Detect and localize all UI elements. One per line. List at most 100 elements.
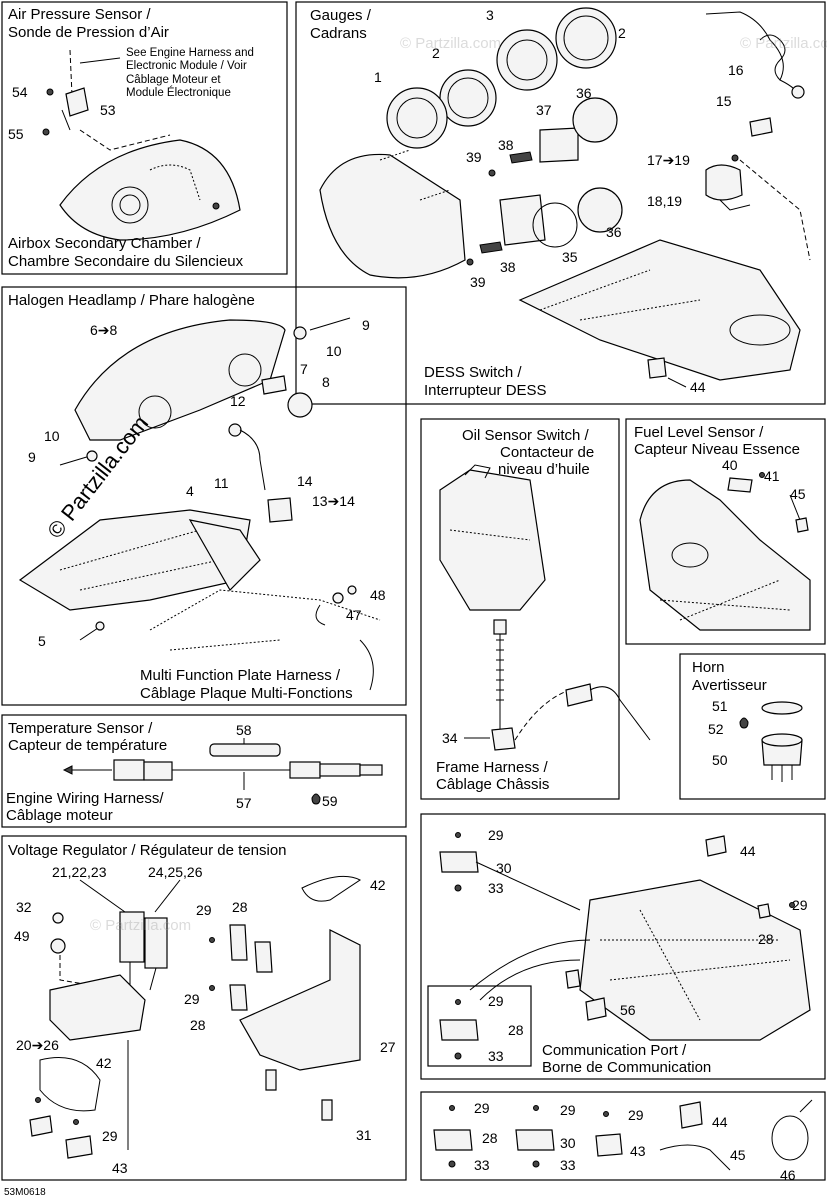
gauges-box xyxy=(295,1,826,405)
air-label-54: 54 xyxy=(12,84,28,100)
headlamp-box xyxy=(1,286,407,706)
horn-title-1: Horn xyxy=(692,659,725,676)
comm-port-caption-1: Communication Port / xyxy=(542,1042,687,1059)
headlamp-label-11: 11 xyxy=(214,475,229,491)
engine-harness-note-3: Câblage Moteur et xyxy=(126,74,221,86)
clips-label-45: 45 xyxy=(730,1147,746,1163)
voltage-label-42a: 42 xyxy=(370,877,386,893)
clips-label-29a: 29 xyxy=(474,1100,490,1116)
headlamp-label-47: 47 xyxy=(346,607,362,623)
faint-watermark-3: © Partzilla.com xyxy=(90,917,191,934)
voltage-regulator-art xyxy=(29,875,361,1159)
clips-label-46: 46 xyxy=(780,1167,796,1183)
gauges-label-17-19: 17➔19 xyxy=(647,152,690,168)
gauges-label-37: 37 xyxy=(536,102,552,118)
comm-label-56: 56 xyxy=(620,1002,636,1018)
clips-label-44: 44 xyxy=(712,1114,728,1130)
headlamp-label-12: 12 xyxy=(230,393,246,409)
voltage-label-49: 49 xyxy=(14,928,30,944)
gauges-art xyxy=(319,7,811,381)
headlamp-label-10b: 10 xyxy=(44,428,60,444)
clips-label-43: 43 xyxy=(630,1143,646,1159)
engine-harness-note-1: See Engine Harness and xyxy=(126,47,254,59)
temperature-sensor-art xyxy=(62,738,383,805)
headlamp-title: Halogen Headlamp / Phare halogène xyxy=(8,292,255,309)
horn-box xyxy=(679,653,826,800)
headlamp-label-9b: 9 xyxy=(28,449,36,465)
gauges-label-44: 44 xyxy=(690,379,706,395)
temperature-title-1: Temperature Sensor / xyxy=(8,720,153,737)
comm-label-28: 28 xyxy=(758,931,774,947)
gauges-label-36b: 36 xyxy=(606,224,622,240)
comm-port-caption-2: Borne de Communication xyxy=(542,1059,711,1076)
gauges-label-3: 3 xyxy=(486,7,494,23)
multi-function-caption-1: Multi Function Plate Harness / xyxy=(140,667,341,684)
oil-title-3: niveau d’huile xyxy=(498,461,590,478)
oil-sensor-box xyxy=(420,418,620,800)
horn-label-50: 50 xyxy=(712,752,728,768)
clips-art xyxy=(433,1099,813,1171)
engine-wiring-caption-1: Engine Wiring Harness/ xyxy=(6,790,164,807)
gauges-label-18-19: 18,19 xyxy=(647,193,682,209)
gauges-label-39a: 39 xyxy=(466,149,482,165)
voltage-regulator-box xyxy=(1,835,407,1181)
gauges-label-35: 35 xyxy=(562,249,578,265)
gauges-label-36a: 36 xyxy=(576,85,592,101)
clips-box xyxy=(420,1091,826,1181)
oil-label-34: 34 xyxy=(442,730,458,746)
headlamp-label-10a: 10 xyxy=(326,343,342,359)
gauges-label-1: 1 xyxy=(374,69,382,85)
headlamp-label-7: 7 xyxy=(300,361,308,377)
comm-label-44: 44 xyxy=(740,843,756,859)
fuel-title-1: Fuel Level Sensor / xyxy=(634,424,764,441)
headlamp-label-13-14: 13➔14 xyxy=(312,493,355,509)
air-label-55: 55 xyxy=(8,126,24,142)
comm-label-30: 30 xyxy=(496,860,512,876)
airbox-caption-2: Chambre Secondaire du Silencieux xyxy=(8,253,244,270)
headlamp-label-48: 48 xyxy=(370,587,386,603)
diagram-code: 53M0618 xyxy=(4,1187,46,1198)
headlamp-label-14: 14 xyxy=(297,473,313,489)
air-pressure-title-2: Sonde de Pression d’Air xyxy=(8,24,169,41)
gauges-title-2: Cadrans xyxy=(310,25,367,42)
comm-label-29b: 29 xyxy=(792,897,808,913)
comm-inset-label-33: 33 xyxy=(488,1048,504,1064)
comm-inset-label-28: 28 xyxy=(508,1022,524,1038)
horn-title-2: Avertisseur xyxy=(692,677,767,694)
horn-label-52: 52 xyxy=(708,721,724,737)
headlamp-label-8: 8 xyxy=(322,374,330,390)
gauges-label-2b: 2 xyxy=(432,45,440,61)
gauges-title-1: Gauges / xyxy=(310,7,372,24)
headlamp-art xyxy=(18,317,381,691)
faint-watermark-1: © Partzilla.com xyxy=(400,35,501,52)
headlamp-label-9a: 9 xyxy=(362,317,370,333)
comm-port-box xyxy=(420,813,826,1080)
clips-label-29c: 29 xyxy=(628,1107,644,1123)
voltage-label-28b: 28 xyxy=(190,1017,206,1033)
oil-sensor-art xyxy=(439,464,651,751)
gauges-label-39b: 39 xyxy=(470,274,486,290)
voltage-label-21-23: 21,22,23 xyxy=(52,864,107,880)
air-pressure-sensor-art xyxy=(42,49,241,241)
voltage-label-32: 32 xyxy=(16,899,32,915)
fuel-title-2: Capteur Niveau Essence xyxy=(634,441,800,458)
fuel-label-40: 40 xyxy=(722,457,738,473)
voltage-label-28a: 28 xyxy=(232,899,248,915)
frame-harness-caption-2: Câblage Châssis xyxy=(436,776,549,793)
gauges-label-38b: 38 xyxy=(500,259,516,275)
fuel-label-45: 45 xyxy=(790,486,806,502)
fuel-sensor-art xyxy=(639,472,811,631)
voltage-label-20-26: 20➔26 xyxy=(16,1037,59,1053)
air-pressure-title-1: Air Pressure Sensor / xyxy=(8,6,151,23)
fuel-label-41: 41 xyxy=(764,468,780,484)
air-pressure-box xyxy=(1,1,288,275)
headlamp-label-5: 5 xyxy=(38,633,46,649)
voltage-label-43: 43 xyxy=(112,1160,128,1176)
horn-art xyxy=(739,701,803,782)
voltage-label-29a: 29 xyxy=(196,902,212,918)
temperature-label-59: 59 xyxy=(322,793,338,809)
gauges-label-2a: 2 xyxy=(618,25,626,41)
engine-harness-note-2: Electronic Module / Voir xyxy=(126,60,247,72)
voltage-label-24-26: 24,25,26 xyxy=(148,864,203,880)
